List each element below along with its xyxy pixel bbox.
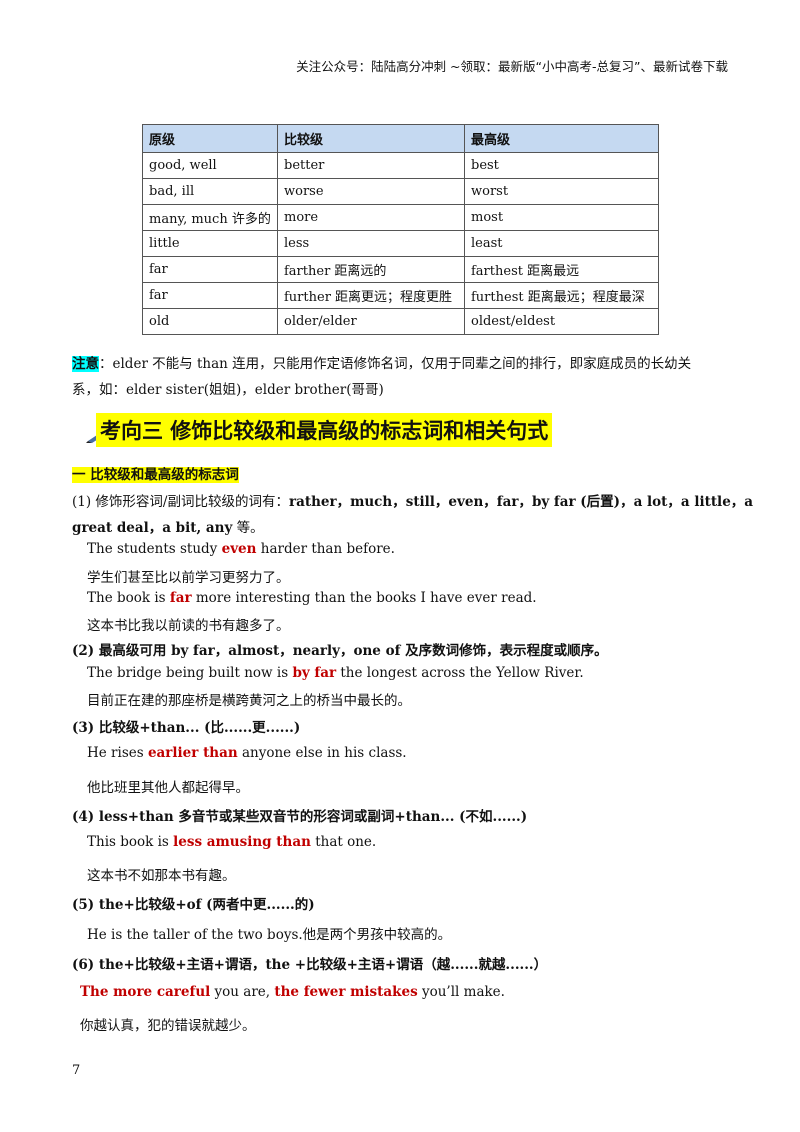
example-6: He is the taller of the two boys.他是两个男孩中… [87,927,452,943]
table-cell: oldest/eldest [464,308,659,335]
table-cell: least [464,230,659,257]
example-keyword: less amusing than [173,834,311,850]
example-4: He rises earlier than anyone else in his… [87,745,407,761]
page-header: 关注公众号：陆陆高分冲刺 ~领取：最新版“小中高考-总复习”、最新试卷下载 [296,59,728,74]
table-cell: more [277,204,465,231]
table-cell: better [277,152,465,179]
example-7-translation: 你越认真，犯的错误就越少。 [80,1018,256,1034]
item-1-line-2: great deal，a bit, any 等。 [72,516,264,536]
example-text: The students study [87,541,222,557]
example-text: you’ll make. [417,984,505,1000]
table-cell: far [142,256,278,283]
example-keyword: by far [292,665,337,681]
example-keyword: even [221,541,257,557]
example-5: This book is less amusing than that one. [87,834,376,850]
table-cell: bad, ill [142,178,278,205]
example-text: the longest across the Yellow River. [336,665,584,681]
example-text: anyone else in his class. [237,745,407,761]
table-cell: old [142,308,278,335]
table-cell: little [142,230,278,257]
item-6: (6) the+比较级+主语+谓语，the +比较级+主语+谓语（越......… [72,957,548,973]
item-1-words-cont: great deal，a bit, any [72,520,233,536]
item-2: (2) 最高级可用 by far，almost，nearly，one of 及序… [72,643,608,659]
example-text: harder than before. [256,541,395,557]
item-1-words: rather，much，still，even，far，by far (后置)，a… [288,494,754,510]
item-1-prefix: (1) 修饰形容词/副词比较级的词有： [72,494,289,510]
example-text: This book is [87,834,174,850]
example-text: He rises [87,745,148,761]
column-header: 比较级 [277,124,465,153]
example-1-translation: 学生们甚至比以前学习更努力了。 [87,570,290,586]
item-3: (3) 比较级+than... (比......更......) [72,720,301,736]
table-cell: farther 距离远的 [277,256,465,283]
table-cell: worst [464,178,659,205]
section-title: 考向三 修饰比较级和最高级的标志词和相关句式 [96,413,553,447]
example-keyword: the fewer mistakes [274,984,418,1000]
table-cell: older/elder [277,308,465,335]
table-cell: good, well [142,152,278,179]
example-text: more interesting than the books I have e… [191,590,537,606]
note-line-2: 系，如：elder sister(姐姐)，elder brother(哥哥) [72,382,384,398]
table-cell: far [142,282,278,309]
example-3: The bridge being built now is by far the… [87,665,584,681]
example-1: The students study even harder than befo… [87,541,395,557]
example-keyword: far [169,590,192,606]
example-2: The book is far more interesting than th… [87,590,537,606]
table-header-row: 原级 比较级 最高级 [142,124,659,153]
note-line-1: 注意：elder 不能与 than 连用，只能用作定语修饰名词，仅用于同辈之间的… [72,352,691,372]
table-cell: further 距离更远；程度更胜 [277,282,465,309]
example-3-translation: 目前正在建的那座桥是横跨黄河之上的桥当中最长的。 [87,693,411,709]
table-cell: furthest 距离最远；程度最深 [464,282,659,309]
table-cell: worse [277,178,465,205]
example-text: you are, [210,984,275,1000]
example-text: that one. [310,834,377,850]
subsection-heading: 一 比较级和最高级的标志词 [72,463,239,483]
column-header: 最高级 [464,124,659,153]
note-text-1: ：elder 不能与 than 连用，只能用作定语修饰名词，仅用于同辈之间的排行… [99,356,692,372]
table-cell: many, much 许多的 [142,204,278,231]
table-cell: farthest 距离最远 [464,256,659,283]
example-keyword: earlier than [147,745,238,761]
item-1-suffix: 等。 [232,520,264,536]
example-keyword: The more careful [80,984,211,1000]
page-number: 7 [72,1063,81,1078]
table-cell: best [464,152,659,179]
example-text: The bridge being built now is [87,665,293,681]
item-4: (4) less+than 多音节或某些双音节的形容词或副词+than... (… [72,809,528,825]
example-2-translation: 这本书比我以前读的书有趣多了。 [87,618,290,634]
table-cell: most [464,204,659,231]
column-header: 原级 [142,124,278,153]
note-label: 注意 [72,356,99,372]
example-7: The more careful you are, the fewer mist… [80,984,505,1000]
example-text: The book is [87,590,170,606]
item-5: (5) the+比较级+of (两者中更......的) [72,897,315,913]
example-4-translation: 他比班里其他人都起得早。 [87,780,249,796]
subsection-title: 一 比较级和最高级的标志词 [72,467,239,483]
example-5-translation: 这本书不如那本书有趣。 [87,868,236,884]
table-cell: less [277,230,465,257]
item-1-line-1: (1) 修饰形容词/副词比较级的词有：rather，much，still，eve… [72,490,753,510]
